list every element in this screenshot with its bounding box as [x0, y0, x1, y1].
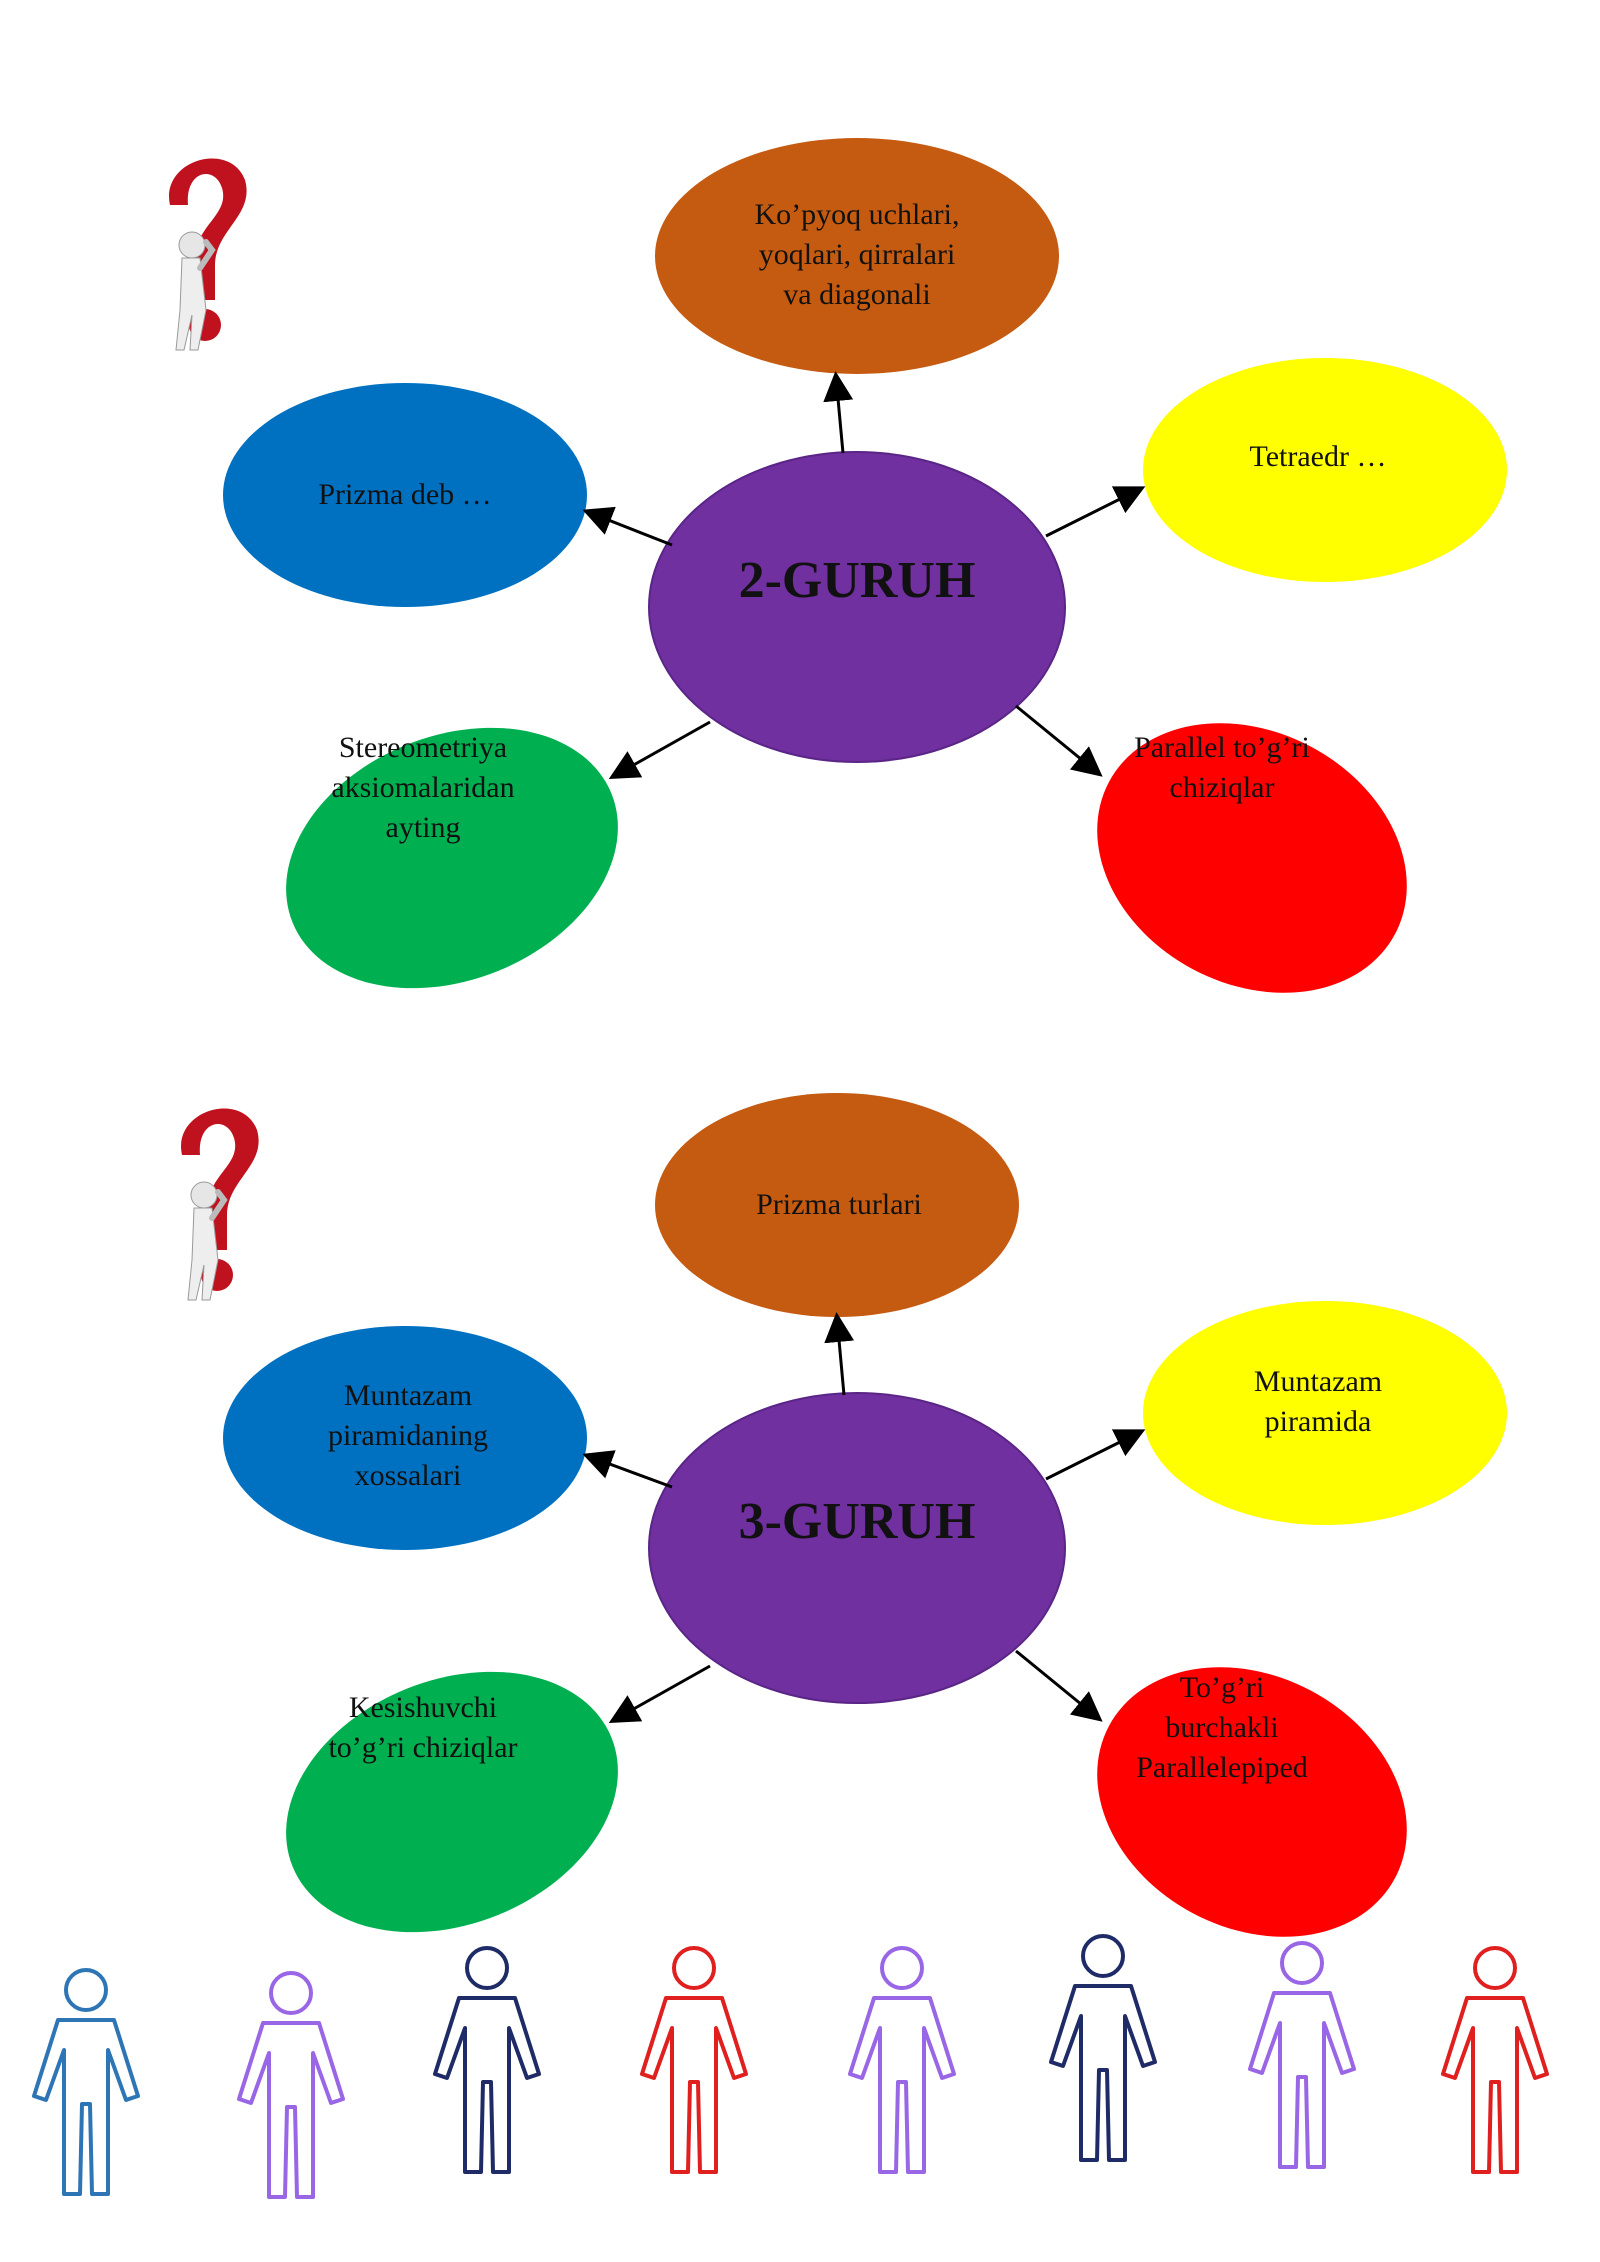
person-outline-icon [32, 1968, 140, 2196]
node-left: Muntazam piramidaning xossalari [223, 1326, 587, 1550]
node-left: Prizma deb … [223, 383, 587, 607]
arrow-to-right [1045, 486, 1146, 538]
arrow-to-left [582, 1450, 673, 1489]
center-ellipse [648, 1392, 1066, 1704]
arrow-to-top [823, 371, 854, 454]
person-outline-icon [1441, 1946, 1549, 2174]
node-label-line: Tetraedr … [1250, 440, 1387, 473]
node-label-line: Prizma turlari [756, 1188, 922, 1221]
node-top: Prizma turlari [655, 1093, 1019, 1317]
person-outline-icon [640, 1946, 748, 2174]
node-ellipse-bottom-left [286, 727, 618, 989]
node-label-line: To’g’ri [1180, 1671, 1265, 1704]
diagrams-layer: Ko’pyoq uchlari, yoqlari, qirralari va dia… [223, 138, 1507, 1937]
node-label-line: to’g’ri chiziqlar [328, 1731, 517, 1764]
node-ellipse-bottom-left [286, 1671, 618, 1933]
arrow-to-right [1045, 1429, 1146, 1481]
node-label-line: Parallelepiped [1136, 1751, 1308, 1784]
arrow-to-bottom-left [608, 720, 711, 779]
node-label-line: xossalari [355, 1459, 462, 1492]
node-label-line: va diagonali [783, 278, 930, 311]
node-ellipse-left [223, 1326, 587, 1550]
node-label-line: Ko’pyoq uchlari, [755, 198, 960, 231]
people-row [32, 1934, 1549, 2199]
node-ellipse-top [655, 138, 1059, 374]
node-bottom-right: Parallel to’g’ri chiziqlar [1097, 723, 1407, 993]
arrow-to-bottom-left [608, 1664, 711, 1723]
node-label-line: Muntazam [1254, 1365, 1382, 1398]
node-label-line: aksiomalaridan [331, 771, 514, 804]
center-label: 3-GURUH [739, 1493, 976, 1550]
arrow-to-bottom-right [1015, 1649, 1103, 1722]
mind-map-1: Ko’pyoq uchlari, yoqlari, qirralari va dia… [223, 138, 1507, 993]
node-bottom-left: Stereometriya aksiomalaridan ayting [286, 727, 618, 989]
node-top: Ko’pyoq uchlari, yoqlari, qirralari va dia… [655, 138, 1059, 374]
node-label-line: Prizma deb … [318, 478, 491, 511]
node-ellipse-left [223, 383, 587, 607]
node-label-line: Parallel to’g’ri [1134, 731, 1310, 764]
question-thinker-icon [181, 1108, 259, 1301]
node-ellipse-bottom-right [1097, 723, 1407, 993]
node-label-line: burchakli [1165, 1711, 1278, 1744]
node-label-line: piramida [1265, 1405, 1372, 1438]
person-outline-icon [848, 1946, 956, 2174]
arrow-to-left [582, 506, 673, 547]
node-label-line: Stereometriya [339, 731, 507, 764]
node-label-line: yoqlari, qirralari [759, 238, 956, 271]
node-label-line: ayting [386, 811, 461, 844]
person-outline-icon [237, 1971, 345, 2199]
person-outline-icon [1049, 1934, 1157, 2162]
arrow-to-bottom-right [1015, 704, 1103, 777]
person-outline-icon [433, 1946, 541, 2174]
node-label-line: chiziqlar [1170, 771, 1275, 804]
node-label-line: Kesishuvchi [349, 1691, 497, 1724]
node-ellipse-right [1143, 1301, 1507, 1525]
arrow-to-top [824, 1312, 855, 1396]
node-label-line: Muntazam [344, 1379, 472, 1412]
person-outline-icon [1248, 1941, 1356, 2169]
node-label-line: piramidaning [328, 1419, 488, 1452]
question-thinker-icon [169, 158, 247, 351]
node-ellipse-right [1143, 358, 1507, 582]
node-right: Tetraedr … [1143, 358, 1507, 582]
node-right: Muntazam piramida [1143, 1301, 1507, 1525]
node-ellipse-top [655, 1093, 1019, 1317]
center-label: 2-GURUH [739, 552, 976, 609]
center-ellipse [648, 451, 1066, 763]
node-ellipse-bottom-right [1097, 1667, 1407, 1937]
node-bottom-left: Kesishuvchi to’g’ri chiziqlar [286, 1671, 618, 1933]
